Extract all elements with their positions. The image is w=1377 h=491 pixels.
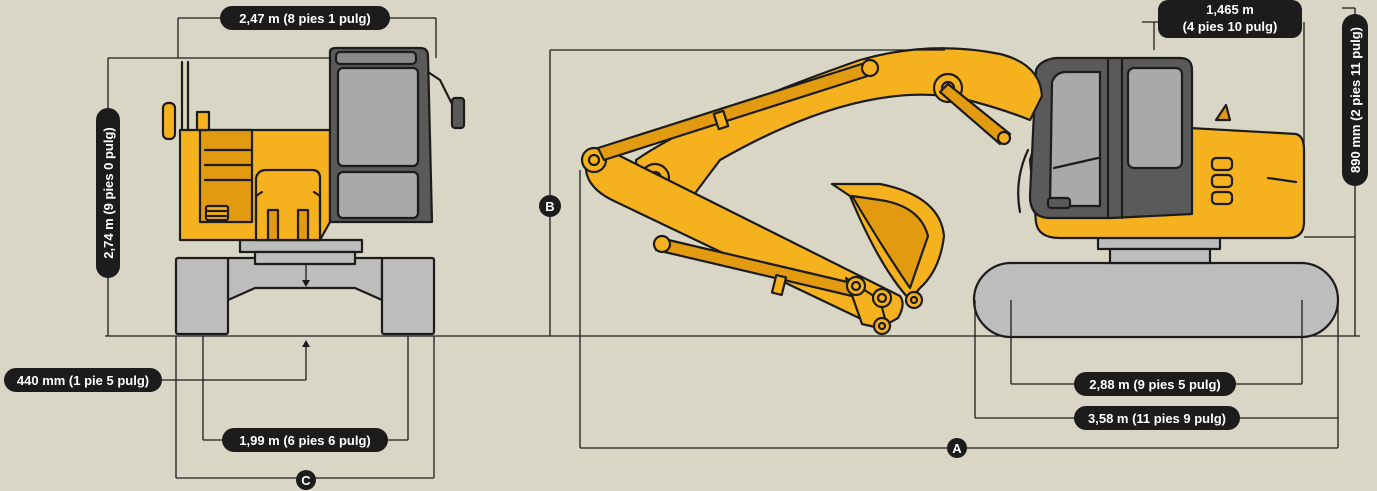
front-view-machine: [161, 46, 466, 336]
overall-height-marker: B: [539, 195, 561, 217]
front-boom: [254, 168, 322, 242]
ground-clearance-label: 440 mm (1 pie 5 pulg): [4, 368, 162, 392]
front-center-body: [253, 250, 357, 266]
front-width-text: 2,47 m (8 pies 1 pulg): [239, 11, 371, 26]
track-length-text: 3,58 m (11 pies 9 pulg): [1088, 411, 1226, 426]
front-height-text: 2,74 m (9 pies 0 pulg): [101, 127, 116, 259]
track-gauge-text: 1,99 m (6 pies 6 pulg): [239, 433, 371, 448]
side-cab-window-front: [1048, 70, 1102, 208]
marker-c-text: C: [301, 473, 311, 488]
front-cab-window-upper: [336, 66, 420, 168]
front-left-track: [174, 256, 230, 336]
tail-swing-line2: (4 pies 10 pulg): [1183, 19, 1278, 34]
marker-b-text: B: [545, 199, 554, 214]
tumbler-distance-text: 2,88 m (9 pies 5 pulg): [1089, 377, 1221, 392]
front-exhaust: [161, 101, 177, 141]
front-cab-window-lower: [336, 170, 420, 220]
side-cab-window-side: [1126, 66, 1184, 170]
counterweight-clearance-text: 890 mm (2 pies 11 pulg): [1348, 27, 1363, 173]
marker-a-text: A: [952, 441, 962, 456]
light-icon: [204, 204, 230, 222]
tail-swing-line1: 1,465 m: [1206, 2, 1254, 17]
track-length-label: 3,58 m (11 pies 9 pulg): [1074, 406, 1240, 430]
overall-length-marker: A: [947, 438, 967, 458]
front-swing-bearing: [238, 238, 364, 254]
tail-swing-label: 1,465 m (4 pies 10 pulg): [1158, 0, 1302, 38]
side-track: [972, 261, 1340, 339]
mirror-icon: [450, 96, 466, 130]
front-right-track: [380, 256, 436, 336]
counterweight-clearance-label: 890 mm (2 pies 11 pulg): [1342, 14, 1368, 186]
front-height-label: 2,74 m (9 pies 0 pulg): [96, 108, 120, 278]
ground-clearance-text: 440 mm (1 pie 5 pulg): [17, 373, 149, 388]
overall-width-marker: C: [296, 470, 316, 490]
track-gauge-label: 1,99 m (6 pies 6 pulg): [222, 428, 388, 452]
tumbler-distance-label: 2,88 m (9 pies 5 pulg): [1074, 372, 1236, 396]
front-width-label: 2,47 m (8 pies 1 pulg): [220, 6, 390, 30]
side-view-machine: [580, 47, 1340, 339]
